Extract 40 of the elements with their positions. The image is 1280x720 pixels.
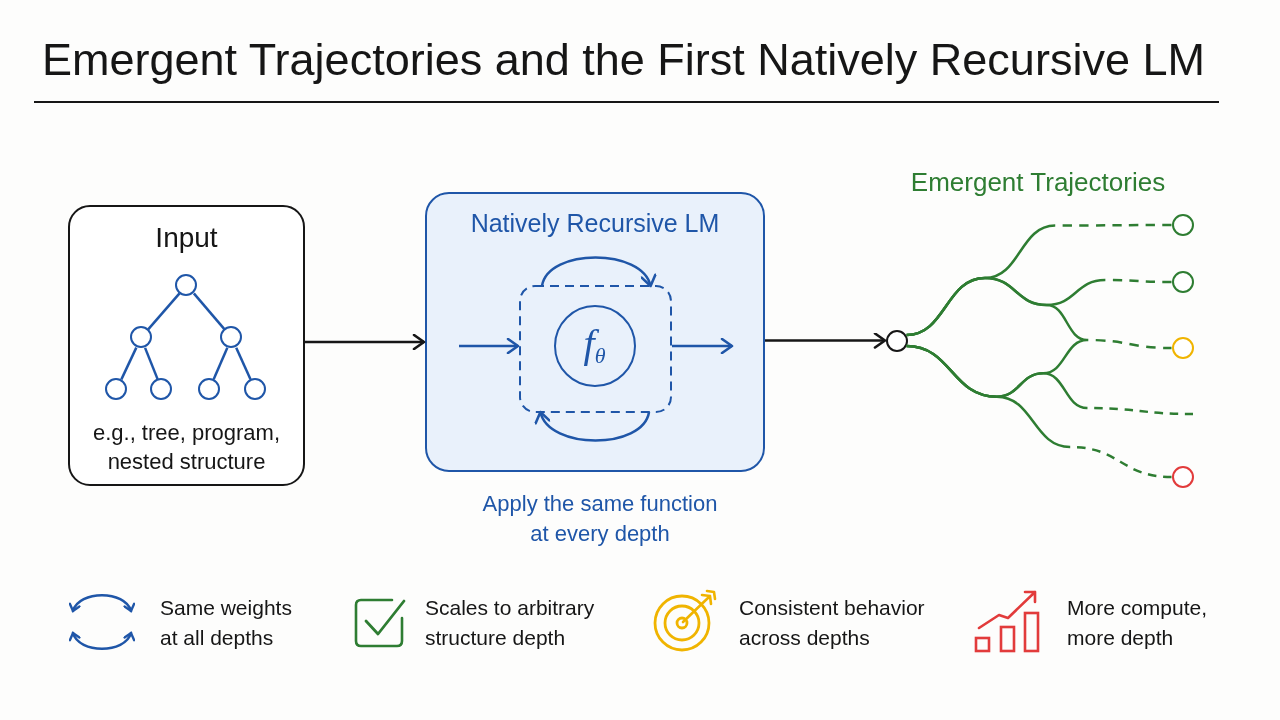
section-heading: Emergent Trajectories: [910, 166, 1166, 198]
tree-branch-line: [120, 347, 138, 380]
tree-node: [129, 326, 152, 349]
tree-node: [220, 326, 243, 349]
feature-text: Same weights at all depths: [160, 594, 293, 651]
feature-text: More compute, more depth: [1067, 594, 1209, 651]
box-heading: Input: [155, 221, 218, 254]
tree-node: [197, 377, 220, 400]
loop-arrow: [540, 256, 655, 288]
model-box: [425, 192, 765, 472]
title: Emergent Trajectories and the First Natively Recursive LM: [42, 34, 1205, 86]
start-circle: [886, 329, 908, 352]
arrow: [305, 333, 426, 351]
end-circle: [1171, 466, 1194, 488]
tree-node: [105, 377, 128, 400]
box-description: e.g., tree, program, nested structure: [91, 419, 282, 476]
function-circle: [553, 304, 636, 387]
end-circle: [1171, 337, 1194, 359]
function-symbol: f$_{θ}$: [583, 319, 606, 368]
end-circle: [1171, 214, 1194, 236]
box-heading: Natively Recursive LM: [470, 207, 720, 238]
loop-arrow: [536, 410, 651, 442]
tree-branch-line: [235, 347, 252, 380]
end-circle: [1171, 271, 1194, 293]
tree-node: [175, 273, 198, 296]
feature-text: Scales to arbitrary structure depth: [425, 594, 596, 651]
tree-branch-line: [147, 292, 181, 331]
tree-node: [150, 377, 173, 400]
arrow: [459, 337, 520, 355]
dashed-box: [518, 284, 672, 413]
trajectory-line: [906, 344, 1172, 479]
tree-branch-line: [212, 347, 229, 380]
arrow: [672, 337, 734, 355]
feature-text: Consistent behavior across depths: [739, 594, 926, 651]
tree-branch-line: [192, 292, 226, 331]
input-box: [68, 205, 305, 486]
description-text: Apply the same function at every depth: [481, 490, 719, 548]
tree-branch-line: [143, 347, 159, 380]
tree-node: [243, 377, 266, 400]
arrow: [765, 332, 887, 349]
